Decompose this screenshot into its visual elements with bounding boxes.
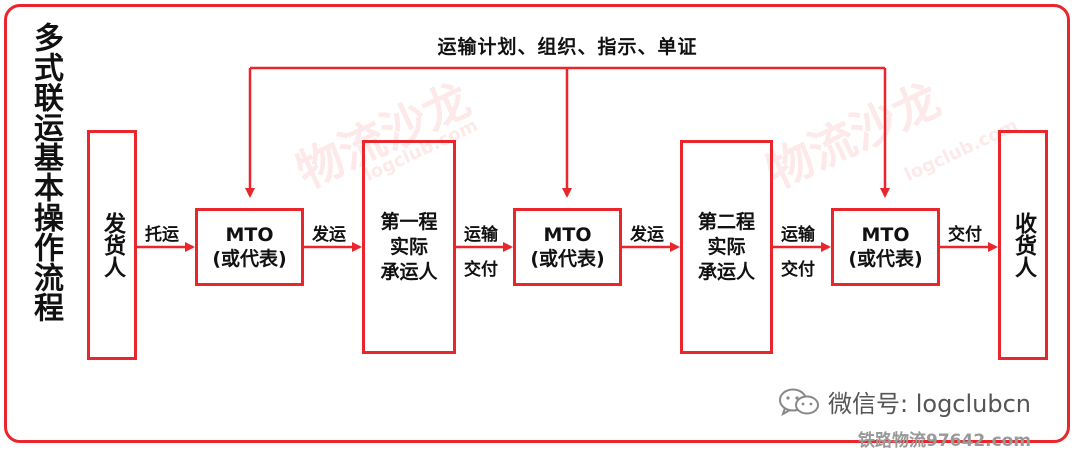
mto-label: MTO — [225, 224, 274, 246]
mto-label: MTO — [861, 224, 910, 246]
mto-sub-label: (或代表) — [848, 248, 923, 270]
first-carrier-box: 第一程 实际 承运人 — [362, 140, 456, 354]
edge-label-dispatch-2: 发运 — [630, 225, 664, 245]
edge-label-transport-2: 运输 — [781, 225, 815, 245]
mto-sub-label: (或代表) — [212, 248, 287, 270]
consignee-label: 收货人 — [1011, 212, 1036, 278]
mto-box-1: MTO (或代表) — [195, 208, 304, 286]
wechat-credit: 微信号: logclubcn — [778, 384, 1031, 419]
second-carrier-line2: 实际 — [707, 235, 746, 258]
first-carrier-line3: 承运人 — [380, 260, 438, 283]
top-flow-label: 运输计划、组织、指示、单证 — [437, 36, 698, 58]
mto-sub-label: (或代表) — [530, 248, 605, 270]
edge-label-dispatch-1: 发运 — [312, 225, 346, 245]
shipper-box: 发货人 — [87, 130, 137, 360]
second-carrier-box: 第二程 实际 承运人 — [680, 140, 773, 354]
mto-box-2: MTO (或代表) — [513, 208, 622, 286]
shipper-label: 发货人 — [100, 212, 125, 278]
consignee-box: 收货人 — [998, 130, 1048, 360]
footer-site-text: 铁路物流97642.com — [858, 431, 1032, 451]
mto-label: MTO — [543, 224, 592, 246]
first-carrier-line2: 实际 — [389, 235, 428, 258]
mto-box-3: MTO (或代表) — [831, 208, 940, 286]
first-carrier-line1: 第一程 — [380, 210, 438, 233]
edge-label-deliver-2: 交付 — [781, 260, 815, 280]
edge-label-deliver-3: 交付 — [948, 225, 982, 245]
vertical-title: 多式联运基本操作流程 — [28, 22, 63, 322]
wechat-id-text: 微信号: logclubcn — [828, 390, 1032, 418]
outer-frame — [4, 4, 1070, 443]
second-carrier-line1: 第二程 — [697, 210, 755, 233]
edge-label-transport-1: 运输 — [464, 225, 498, 245]
edge-label-consign: 托运 — [145, 225, 179, 245]
second-carrier-line3: 承运人 — [697, 260, 755, 283]
edge-label-deliver-1: 交付 — [464, 260, 498, 280]
wechat-icon — [779, 388, 819, 416]
